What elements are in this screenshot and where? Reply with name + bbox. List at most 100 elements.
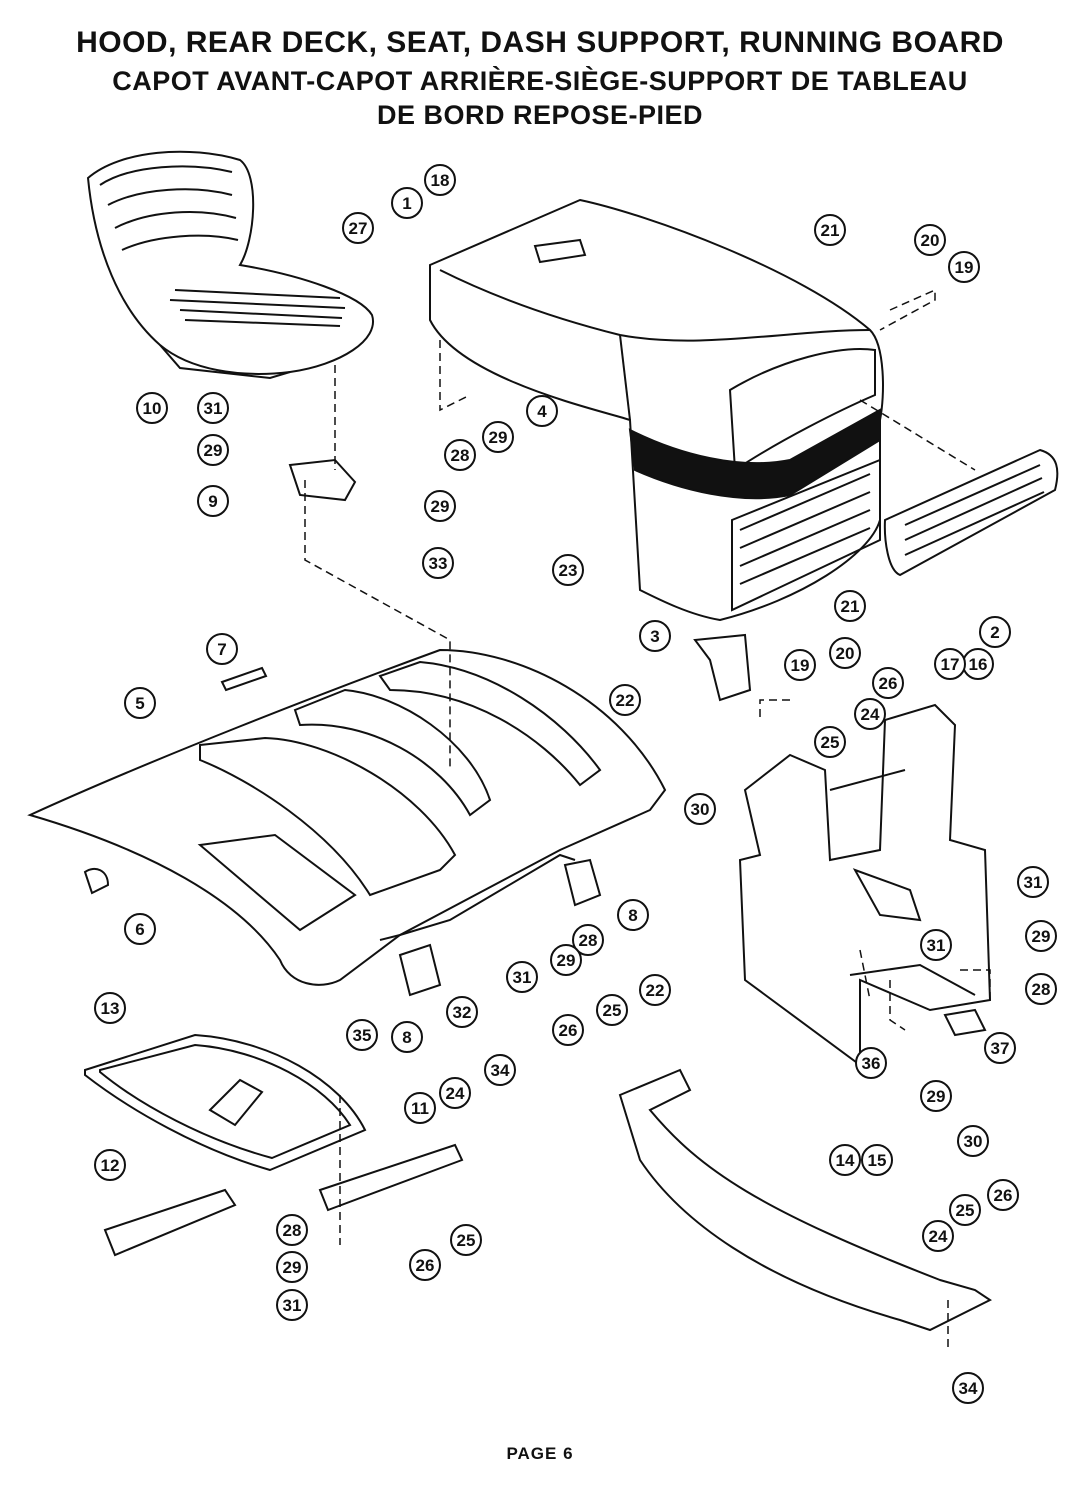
- callout-number: 29: [557, 951, 576, 970]
- callout-number: 37: [991, 1039, 1010, 1058]
- callout-34: 34: [952, 1372, 984, 1404]
- callout-circle: [197, 485, 229, 517]
- callout-number: 19: [791, 656, 810, 675]
- callout-number: 5: [135, 694, 144, 713]
- callout-22: 22: [639, 974, 671, 1006]
- seat-part: [86, 150, 375, 380]
- callout-circle: [617, 899, 649, 931]
- callout-29: 29: [276, 1251, 308, 1283]
- page-footer: PAGE 6: [506, 1444, 574, 1463]
- callout-13: 13: [94, 992, 126, 1024]
- callout-31: 31: [276, 1289, 308, 1321]
- callout-25: 25: [450, 1224, 482, 1256]
- callout-28: 28: [276, 1214, 308, 1246]
- callout-number: 20: [921, 231, 940, 250]
- callout-number: 8: [628, 906, 637, 925]
- callout-8: 8: [617, 899, 649, 931]
- callout-number: 18: [431, 171, 450, 190]
- callout-28: 28: [572, 924, 604, 956]
- callout-circle: [439, 1077, 471, 1109]
- callout-number: 24: [446, 1084, 465, 1103]
- callout-circle: [552, 1014, 584, 1046]
- callout-29: 29: [482, 421, 514, 453]
- callout-22: 22: [609, 684, 641, 716]
- callout-number: 29: [204, 441, 223, 460]
- hood-part: [429, 198, 884, 622]
- callout-circle: [949, 1194, 981, 1226]
- callout-circle: [136, 392, 168, 424]
- callout-number: 32: [453, 1003, 472, 1022]
- callout-27: 27: [342, 212, 374, 244]
- callout-number: 29: [1032, 927, 1051, 946]
- callout-circle: [1025, 973, 1057, 1005]
- callout-number: 12: [101, 1156, 120, 1175]
- callout-21: 21: [834, 590, 866, 622]
- callout-circle: [446, 996, 478, 1028]
- callout-circle: [422, 547, 454, 579]
- callout-10: 10: [136, 392, 168, 424]
- callout-3: 3: [639, 620, 671, 652]
- callout-number: 24: [929, 1227, 948, 1246]
- callout-33: 33: [422, 547, 454, 579]
- callout-37: 37: [984, 1032, 1016, 1064]
- callout-circle: [829, 1144, 861, 1176]
- callout-31: 31: [920, 929, 952, 961]
- callout-circle: [639, 974, 671, 1006]
- callout-number: 3: [650, 627, 659, 646]
- callout-35: 35: [346, 1019, 378, 1051]
- callout-30: 30: [684, 793, 716, 825]
- callout-28: 28: [444, 439, 476, 471]
- callout-number: 24: [861, 705, 880, 724]
- callout-21: 21: [814, 214, 846, 246]
- callout-18: 18: [424, 164, 456, 196]
- callout-29: 29: [197, 434, 229, 466]
- callout-26: 26: [872, 667, 904, 699]
- callout-20: 20: [829, 637, 861, 669]
- callout-number: 28: [579, 931, 598, 950]
- callout-circle: [979, 616, 1011, 648]
- callout-number: 19: [955, 258, 974, 277]
- callout-circle: [984, 1032, 1016, 1064]
- callout-29: 29: [920, 1080, 952, 1112]
- callout-circle: [596, 994, 628, 1026]
- callout-25: 25: [949, 1194, 981, 1226]
- callout-number: 33: [429, 554, 448, 573]
- callout-circle: [920, 929, 952, 961]
- callout-number: 34: [959, 1379, 978, 1398]
- callout-number: 26: [559, 1021, 578, 1040]
- callout-2: 2: [979, 616, 1011, 648]
- callout-number: 1: [402, 194, 411, 213]
- callout-circle: [276, 1214, 308, 1246]
- callout-number: 25: [603, 1001, 622, 1020]
- callout-circle: [94, 1149, 126, 1181]
- title-line-3: DE BORD REPOSE-PIED: [376, 100, 704, 130]
- callout-number: 7: [217, 640, 226, 659]
- callout-circle: [482, 421, 514, 453]
- callout-circle: [484, 1054, 516, 1086]
- callout-circle: [934, 648, 966, 680]
- callout-number: 22: [616, 691, 635, 710]
- callout-circle: [342, 212, 374, 244]
- callout-number: 31: [204, 399, 223, 418]
- callout-11: 11: [404, 1092, 436, 1124]
- callout-14: 14: [829, 1144, 861, 1176]
- callout-29: 29: [550, 944, 582, 976]
- title-line-1: HOOD, REAR DECK, SEAT, DASH SUPPORT, RUN…: [76, 26, 1004, 59]
- callout-12: 12: [94, 1149, 126, 1181]
- callout-number: 30: [964, 1132, 983, 1151]
- callout-circle: [404, 1092, 436, 1124]
- callout-circle: [872, 667, 904, 699]
- callout-circle: [276, 1289, 308, 1321]
- callout-number: 6: [135, 920, 144, 939]
- callout-9: 9: [197, 485, 229, 517]
- callout-5: 5: [124, 687, 156, 719]
- callout-7: 7: [206, 633, 238, 665]
- callout-circle: [197, 392, 229, 424]
- callout-30: 30: [957, 1125, 989, 1157]
- callout-circle: [920, 1080, 952, 1112]
- callout-29: 29: [1025, 920, 1057, 952]
- callout-circle: [424, 164, 456, 196]
- callout-17: 17: [934, 648, 966, 680]
- dash-panel-part: [84, 1033, 367, 1172]
- callout-number: 23: [559, 561, 578, 580]
